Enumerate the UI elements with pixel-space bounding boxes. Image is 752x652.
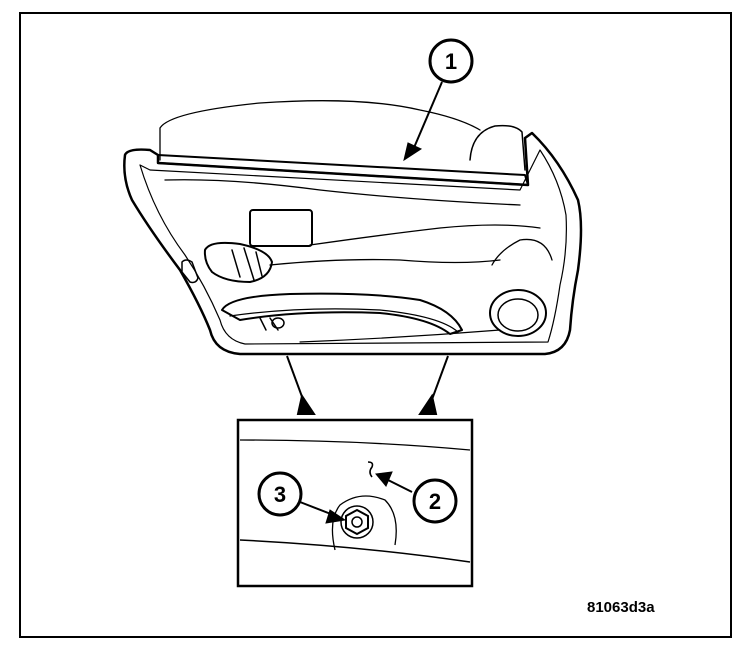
door-trim-panel	[123, 100, 583, 356]
callout-1: 1	[403, 38, 474, 162]
figure-code: 81063d3a	[587, 599, 655, 616]
trim-clip	[367, 461, 374, 478]
callout-3-label: 3	[274, 482, 286, 507]
callout-2-label: 2	[429, 489, 441, 514]
callout-1-label: 1	[445, 49, 457, 74]
detail-leader-lines	[286, 355, 449, 415]
figure-border	[19, 12, 732, 638]
retaining-nut	[340, 505, 374, 539]
callout-2: 2	[375, 471, 458, 524]
callout-3: 3	[257, 471, 347, 524]
